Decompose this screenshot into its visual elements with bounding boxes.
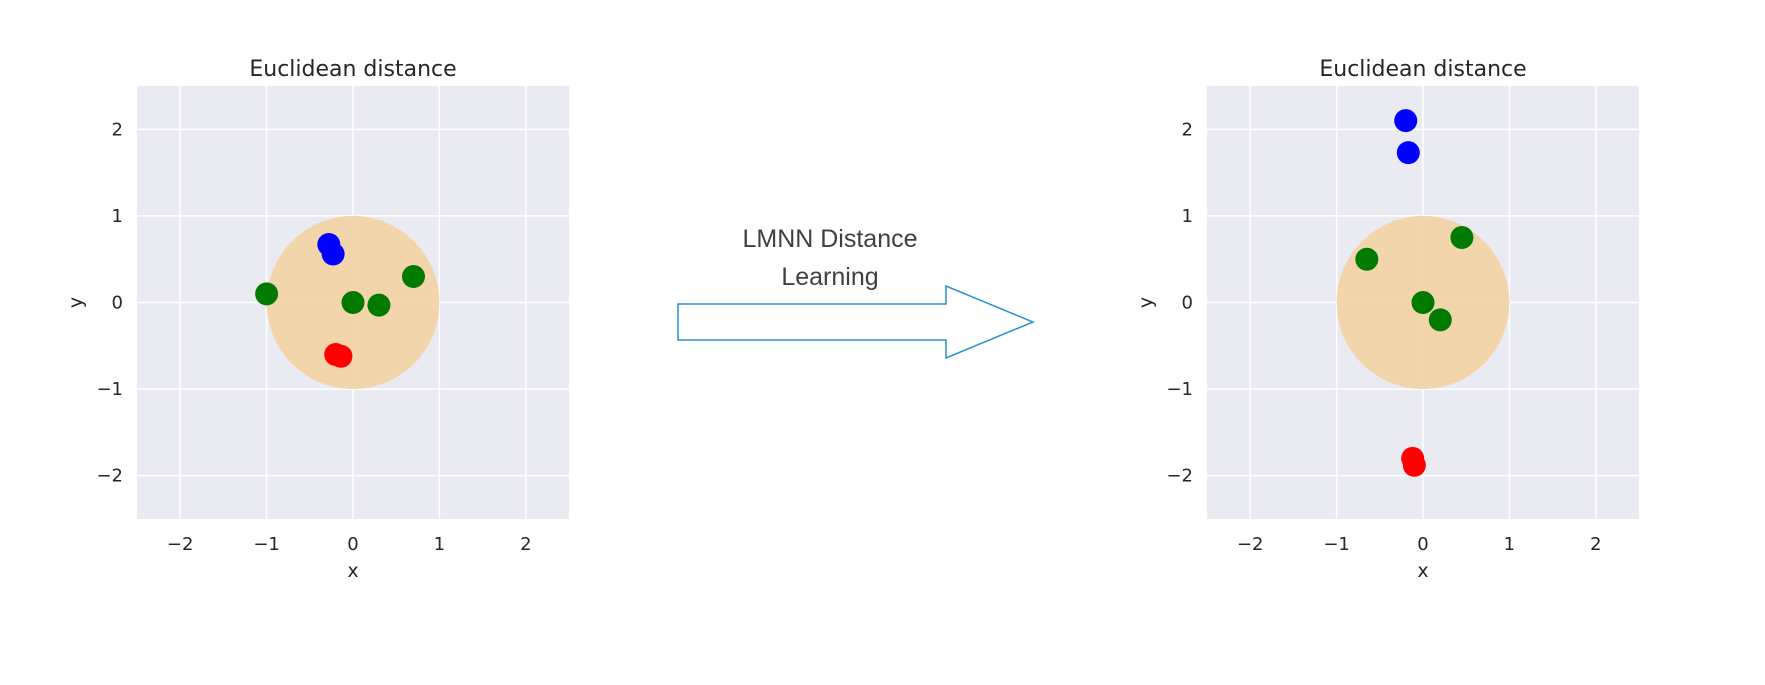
chart-right-y-tick-label: 0 (1182, 293, 1193, 314)
chart-right-x-tick-label: 2 (1590, 534, 1601, 555)
chart-left-point-red (329, 344, 353, 368)
chart-left-y-tick-label: −2 (96, 466, 123, 487)
chart-left-y-axis-label: y (65, 297, 87, 308)
chart-left: Euclidean distance −2 −1 0 1 2 −2 −1 0 1 2 x y (65, 57, 569, 582)
chart-right-y-tick-label: −1 (1166, 379, 1193, 400)
chart-left-y-tick-label: −1 (96, 379, 123, 400)
chart-left-x-tick-label: 2 (520, 534, 531, 555)
chart-left-y-tick-label: 0 (112, 293, 123, 314)
chart-left-y-tick-label: 1 (112, 206, 123, 227)
chart-right-y-tick-label: 2 (1182, 119, 1193, 140)
chart-right: Euclidean distance −2 −1 0 1 2 −2 −1 0 1 2 x y (1135, 57, 1639, 582)
chart-right-point-green (1450, 226, 1474, 250)
chart-right-x-tick-label: 0 (1417, 534, 1428, 555)
arrow-svg (677, 284, 1035, 360)
chart-left-x-tick-label: −1 (253, 534, 280, 555)
chart-right-y-axis-label: y (1135, 297, 1157, 308)
chart-right-point-green (1411, 291, 1435, 314)
arrow-area: LMNN Distance Learning (660, 220, 1060, 380)
chart-right-x-axis-label: x (1417, 560, 1428, 582)
arrow-label: LMNN Distance Learning (660, 220, 1000, 296)
chart-right-y-tick-label: −2 (1166, 466, 1193, 487)
chart-right-x-tick-label: −2 (1237, 534, 1264, 555)
chart-left-point-blue (321, 242, 345, 266)
chart-right-title: Euclidean distance (1319, 57, 1526, 82)
chart-right-y-tick-label: 1 (1182, 206, 1193, 227)
chart-left-point-green (401, 265, 425, 289)
chart-right-x-tick-label: −1 (1323, 534, 1350, 555)
chart-right-x-tick-label: 1 (1504, 534, 1515, 555)
right-arrow-icon (677, 284, 1035, 360)
chart-right-point-red (1402, 453, 1426, 477)
chart-left-y-tick-label: 2 (112, 119, 123, 140)
arrow-label-line1: LMNN Distance (742, 225, 918, 253)
chart-left-x-tick-label: 0 (347, 534, 358, 555)
chart-left-title: Euclidean distance (249, 57, 456, 82)
chart-left-x-tick-label: −2 (167, 534, 194, 555)
chart-right-point-blue (1396, 141, 1420, 165)
chart-left-x-tick-label: 1 (434, 534, 445, 555)
arrow-label-line2: Learning (781, 263, 879, 291)
chart-left-point-green (341, 291, 365, 314)
chart-right-point-green (1428, 308, 1452, 332)
chart-right-point-green (1355, 247, 1379, 271)
chart-left-point-green (255, 282, 279, 306)
chart-left-x-axis-label: x (347, 560, 358, 582)
chart-left-point-green (367, 293, 391, 317)
chart-right-point-blue (1394, 109, 1418, 133)
